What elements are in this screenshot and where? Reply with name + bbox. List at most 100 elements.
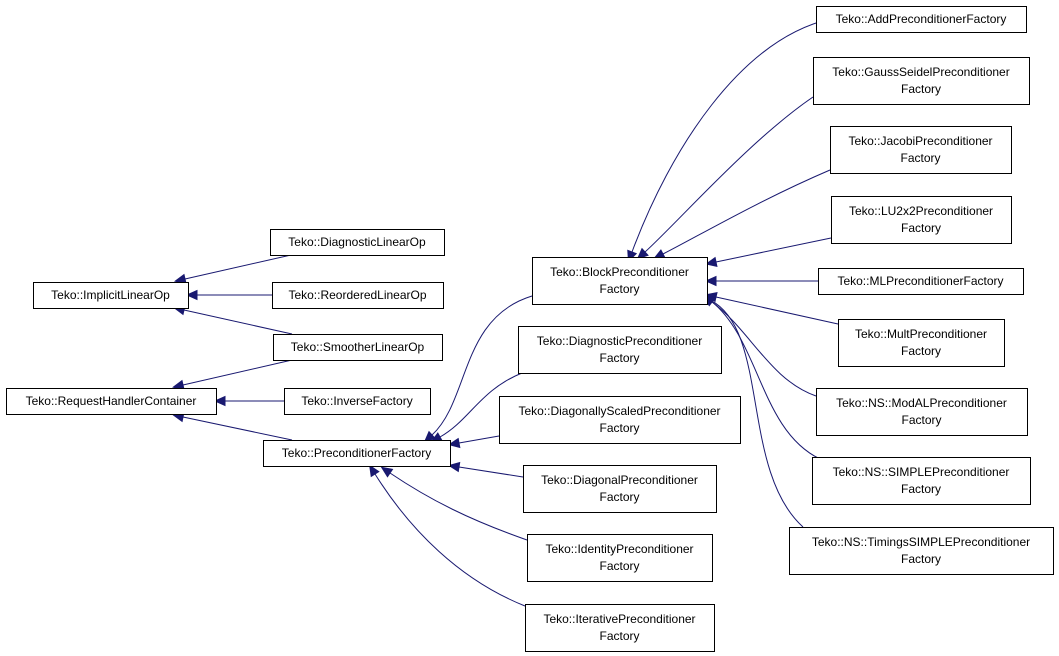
edge-line (183, 309, 293, 335)
edge-line (182, 359, 293, 386)
class-node-box (263, 440, 451, 467)
edge-line (184, 254, 292, 280)
inheritance-edge-jacobi-preconditioner-factory (653, 169, 831, 260)
class-name-label: Teko::LU2x2Preconditioner (849, 204, 993, 218)
class-node-box (525, 604, 715, 652)
edge-line (389, 472, 528, 541)
class-node-inverse-factory[interactable]: Teko::InverseFactory (284, 388, 431, 415)
inheritance-edge-smoother-linear-op (173, 304, 293, 335)
inheritance-edge-gauss-seidel-preconditioner-factory (636, 96, 814, 260)
class-node-diagnostic-linear-op[interactable]: Teko::DiagnosticLinearOp (270, 229, 445, 256)
class-nodes: Teko::ImplicitLinearOpTeko::RequestHandl… (6, 6, 1054, 652)
inheritance-edge-identity-preconditioner-factory (380, 466, 528, 541)
edge-line (374, 473, 526, 607)
edge-line (431, 295, 533, 436)
class-node-box (284, 388, 431, 415)
inheritance-edge-diagonal-preconditioner-factory (447, 461, 524, 478)
class-name-label: Teko::SmootherLinearOp (291, 340, 425, 354)
class-node-box (518, 326, 722, 374)
inheritance-edge-smoother-linear-op (172, 359, 293, 391)
inheritance-edge-inverse-factory (213, 395, 284, 407)
class-node-box (272, 282, 444, 309)
class-node-box (789, 527, 1054, 575)
class-name-label: Teko::DiagonallyScaledPreconditioner (518, 404, 720, 418)
class-node-box (838, 319, 1005, 367)
class-node-add-preconditioner-factory[interactable]: Teko::AddPreconditionerFactory (816, 6, 1027, 33)
edge-arrowhead (380, 466, 394, 478)
edge-line (715, 237, 832, 263)
class-name-label: Teko::NS::ModALPreconditioner (836, 396, 1007, 410)
edge-arrowhead (185, 289, 198, 301)
class-node-request-handler-container[interactable]: Teko::RequestHandlerContainer (6, 388, 217, 415)
class-name-label-continued: Factory (901, 482, 941, 496)
inheritance-edge-mult-preconditioner-factory (705, 291, 839, 325)
edge-arrowhead (447, 461, 461, 473)
edge-line (715, 296, 839, 325)
class-name-label: Teko::DiagnosticLinearOp (288, 235, 426, 249)
edge-line (439, 372, 523, 438)
class-node-implicit-linear-op[interactable]: Teko::ImplicitLinearOp (33, 282, 189, 309)
class-node-smoother-linear-op[interactable]: Teko::SmootherLinearOp (273, 334, 443, 361)
class-name-label: Teko::JacobiPreconditioner (848, 134, 992, 148)
class-node-ns-timings-simple-preconditioner-factory[interactable]: Teko::NS::TimingsSIMPLEPreconditionerFac… (789, 527, 1054, 575)
inheritance-edge-diagonally-scaled-preconditioner-factory (447, 435, 500, 449)
class-name-label-continued: Factory (901, 552, 941, 566)
class-name-label: Teko::RequestHandlerContainer (26, 394, 197, 408)
class-name-label-continued: Factory (900, 151, 940, 165)
class-name-label-continued: Factory (599, 351, 639, 365)
edge-arrowhead (213, 395, 226, 407)
edge-arrowhead (447, 437, 461, 449)
class-node-box (499, 396, 741, 444)
class-name-label: Teko::MultPreconditioner (855, 327, 987, 341)
class-node-ml-preconditioner-factory[interactable]: Teko::MLPreconditionerFactory (818, 268, 1024, 295)
class-name-label-continued: Factory (901, 82, 941, 96)
class-name-label: Teko::AddPreconditionerFactory (836, 12, 1007, 26)
inheritance-edge-iterative-preconditioner-factory (369, 464, 526, 607)
class-node-preconditioner-factory[interactable]: Teko::PreconditionerFactory (263, 440, 451, 467)
edge-line (458, 435, 500, 444)
edge-line (710, 300, 821, 460)
class-node-box (813, 57, 1030, 105)
class-node-box (812, 457, 1031, 505)
class-name-label-continued: Factory (599, 282, 639, 296)
edge-arrowhead (369, 464, 380, 478)
edge-line (662, 169, 831, 255)
class-name-label: Teko::IterativePreconditioner (543, 612, 695, 626)
class-name-label-continued: Factory (599, 490, 639, 504)
edge-line (182, 416, 293, 441)
edge-arrowhead (704, 275, 717, 287)
class-name-label: Teko::ReorderedLinearOp (288, 288, 426, 302)
inheritance-edge-diagnostic-linear-op (174, 254, 292, 285)
class-name-label: Teko::InverseFactory (301, 394, 412, 408)
class-name-label-continued: Factory (599, 629, 639, 643)
class-node-box (527, 534, 713, 582)
class-node-reordered-linear-op[interactable]: Teko::ReorderedLinearOp (272, 282, 444, 309)
edge-arrowhead (705, 256, 718, 268)
edge-line (631, 18, 831, 253)
edge-line (709, 299, 804, 528)
class-name-label: Teko::DiagonalPreconditioner (541, 473, 698, 487)
edge-line (458, 466, 524, 478)
class-node-box (532, 257, 708, 305)
inheritance-edge-lu2x2-preconditioner-factory (705, 237, 832, 268)
class-name-label-continued: Factory (901, 344, 941, 358)
inheritance-edge-preconditioner-factory (172, 411, 293, 441)
inheritance-edges (172, 18, 839, 607)
class-node-box (33, 282, 189, 309)
inheritance-edge-reordered-linear-op (185, 289, 272, 301)
inheritance-edge-add-preconditioner-factory (627, 18, 831, 263)
class-node-diagonally-scaled-preconditioner-factory[interactable]: Teko::DiagonallyScaledPreconditionerFact… (499, 396, 741, 444)
class-name-label: Teko::PreconditionerFactory (282, 446, 431, 460)
